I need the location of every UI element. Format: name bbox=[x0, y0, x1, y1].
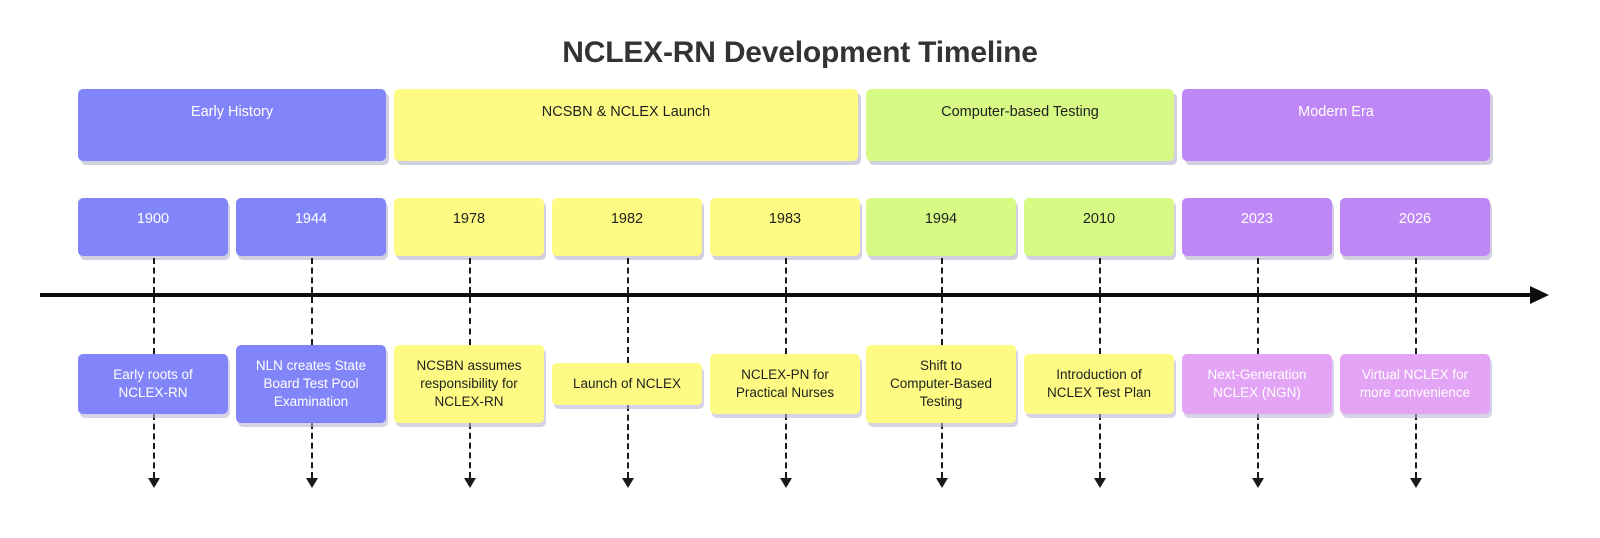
connector-dashed-upper-1982 bbox=[627, 258, 629, 293]
connector-dashed-upper-1900 bbox=[153, 258, 155, 293]
connector-dashed-upper-2010 bbox=[1099, 258, 1101, 293]
connector-dashed-lower-1983 bbox=[785, 297, 787, 354]
year-label: 2026 bbox=[1398, 211, 1432, 227]
connector-arrowhead-icon-1978 bbox=[464, 478, 476, 488]
connector-dashed-tail-2010 bbox=[1099, 414, 1101, 478]
event-label: Next-Generation NCLEX (NGN) bbox=[1207, 367, 1307, 400]
connector-arrowhead-icon-1983 bbox=[780, 478, 792, 488]
event-box-2023[interactable]: Next-Generation NCLEX (NGN) bbox=[1182, 354, 1332, 414]
year-box-2010[interactable]: 2010 bbox=[1024, 198, 1174, 256]
connector-arrowhead-icon-2026 bbox=[1410, 478, 1422, 488]
timeline-axis-line bbox=[40, 293, 1533, 297]
connector-dashed-tail-1978 bbox=[469, 423, 471, 478]
connector-dashed-lower-1944 bbox=[311, 297, 313, 345]
connector-dashed-upper-1978 bbox=[469, 258, 471, 293]
event-label: NCLEX-PN for Practical Nurses bbox=[735, 367, 835, 400]
connector-dashed-lower-1994 bbox=[941, 297, 943, 345]
year-label: 1982 bbox=[610, 211, 644, 227]
event-box-1994[interactable]: Shift to Computer-Based Testing bbox=[866, 345, 1016, 423]
year-marker-row: 1900 1944 1978 1982 1983 1994 2010 2023 2026 bbox=[0, 198, 1600, 260]
connector-dashed-lower-1978 bbox=[469, 297, 471, 345]
section-header-label: Early History bbox=[190, 104, 274, 120]
year-box-1978[interactable]: 1978 bbox=[394, 198, 544, 256]
event-box-1983[interactable]: NCLEX-PN for Practical Nurses bbox=[710, 354, 860, 414]
connector-dashed-tail-2023 bbox=[1257, 414, 1259, 478]
year-label: 2023 bbox=[1240, 211, 1274, 227]
year-label: 1983 bbox=[768, 211, 802, 227]
connector-arrowhead-icon-1982 bbox=[622, 478, 634, 488]
year-box-1994[interactable]: 1994 bbox=[866, 198, 1016, 256]
event-box-1900[interactable]: Early roots of NCLEX-RN bbox=[78, 354, 228, 414]
event-label: NLN creates State Board Test Pool Examin… bbox=[255, 358, 367, 409]
event-label: Launch of NCLEX bbox=[572, 376, 682, 392]
page-title: NCLEX-RN Development Timeline bbox=[562, 36, 1038, 69]
section-header-4[interactable]: Modern Era bbox=[1182, 89, 1490, 161]
connector-dashed-lower-2023 bbox=[1257, 297, 1259, 354]
year-box-2023[interactable]: 2023 bbox=[1182, 198, 1332, 256]
section-header-1[interactable]: Early History bbox=[78, 89, 386, 161]
connector-dashed-tail-1944 bbox=[311, 423, 313, 478]
event-label: Virtual NCLEX for more convenience bbox=[1359, 367, 1471, 400]
connector-dashed-upper-1944 bbox=[311, 258, 313, 293]
connector-dashed-lower-1900 bbox=[153, 297, 155, 354]
connector-arrowhead-icon-2010 bbox=[1094, 478, 1106, 488]
year-box-1982[interactable]: 1982 bbox=[552, 198, 702, 256]
connector-dashed-tail-2026 bbox=[1415, 414, 1417, 478]
connector-dashed-upper-1983 bbox=[785, 258, 787, 293]
section-header-3[interactable]: Computer-based Testing bbox=[866, 89, 1174, 161]
connector-arrowhead-icon-1994 bbox=[936, 478, 948, 488]
connector-dashed-lower-2026 bbox=[1415, 297, 1417, 354]
year-box-1944[interactable]: 1944 bbox=[236, 198, 386, 256]
year-box-1900[interactable]: 1900 bbox=[78, 198, 228, 256]
event-box-1982[interactable]: Launch of NCLEX bbox=[552, 363, 702, 405]
event-box-1944[interactable]: NLN creates State Board Test Pool Examin… bbox=[236, 345, 386, 423]
connector-dashed-tail-1983 bbox=[785, 414, 787, 478]
connector-dashed-upper-2026 bbox=[1415, 258, 1417, 293]
year-label: 1978 bbox=[452, 211, 486, 227]
section-header-2[interactable]: NCSBN & NCLEX Launch bbox=[394, 89, 858, 161]
event-label: Shift to Computer-Based Testing bbox=[889, 358, 993, 409]
connector-arrowhead-icon-2023 bbox=[1252, 478, 1264, 488]
connector-dashed-tail-1900 bbox=[153, 414, 155, 478]
event-label: Early roots of NCLEX-RN bbox=[113, 367, 193, 400]
section-header-row: Early History NCSBN & NCLEX Launch Compute… bbox=[0, 89, 1600, 164]
connector-arrowhead-icon-1900 bbox=[148, 478, 160, 488]
connector-dashed-tail-1994 bbox=[941, 423, 943, 478]
year-box-1983[interactable]: 1983 bbox=[710, 198, 860, 256]
section-header-label: Modern Era bbox=[1298, 104, 1374, 120]
event-label: Introduction of NCLEX Test Plan bbox=[1046, 367, 1152, 400]
event-box-2026[interactable]: Virtual NCLEX for more convenience bbox=[1340, 354, 1490, 414]
connector-dashed-lower-2010 bbox=[1099, 297, 1101, 354]
section-header-label: Computer-based Testing bbox=[941, 104, 1099, 120]
year-label: 1900 bbox=[136, 211, 170, 227]
connector-dashed-tail-1982 bbox=[627, 405, 629, 478]
year-label: 2010 bbox=[1082, 211, 1116, 227]
year-label: 1944 bbox=[294, 211, 328, 227]
year-label: 1994 bbox=[924, 211, 958, 227]
connector-arrowhead-icon-1944 bbox=[306, 478, 318, 488]
event-box-2010[interactable]: Introduction of NCLEX Test Plan bbox=[1024, 354, 1174, 414]
event-label: NCSBN assumes responsibility for NCLEX-R… bbox=[416, 358, 522, 409]
timeline-axis-arrowhead-icon bbox=[1530, 286, 1549, 304]
year-box-2026[interactable]: 2026 bbox=[1340, 198, 1490, 256]
section-header-label: NCSBN & NCLEX Launch bbox=[541, 104, 711, 120]
event-box-1978[interactable]: NCSBN assumes responsibility for NCLEX-R… bbox=[394, 345, 544, 423]
connector-dashed-upper-1994 bbox=[941, 258, 943, 293]
connector-dashed-lower-1982 bbox=[627, 297, 629, 363]
connector-dashed-upper-2023 bbox=[1257, 258, 1259, 293]
